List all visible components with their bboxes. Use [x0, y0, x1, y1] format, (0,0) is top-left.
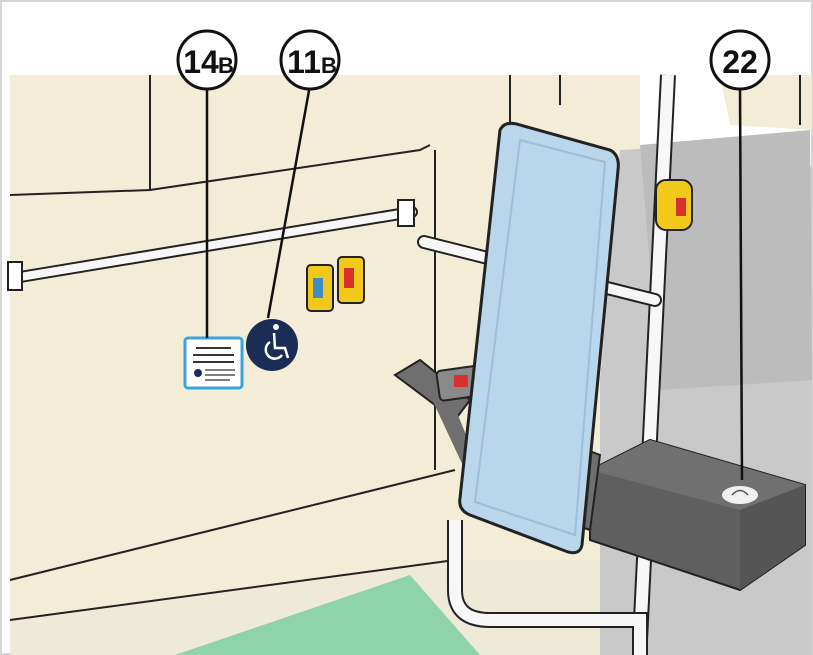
svg-text:22: 22	[722, 44, 758, 80]
callout-22: 22	[711, 31, 769, 89]
wheelchair-icon	[273, 324, 279, 330]
svg-text:B: B	[218, 53, 234, 78]
svg-text:11: 11	[287, 44, 321, 80]
callout-11b: 11 B	[281, 31, 339, 89]
wheelchair-space-notice-sign	[185, 338, 242, 388]
svg-text:14: 14	[183, 44, 219, 80]
svg-text:B: B	[321, 53, 337, 78]
callout-14b: 14 B	[178, 31, 236, 89]
wheelchair-symbol-sticker	[246, 319, 298, 371]
